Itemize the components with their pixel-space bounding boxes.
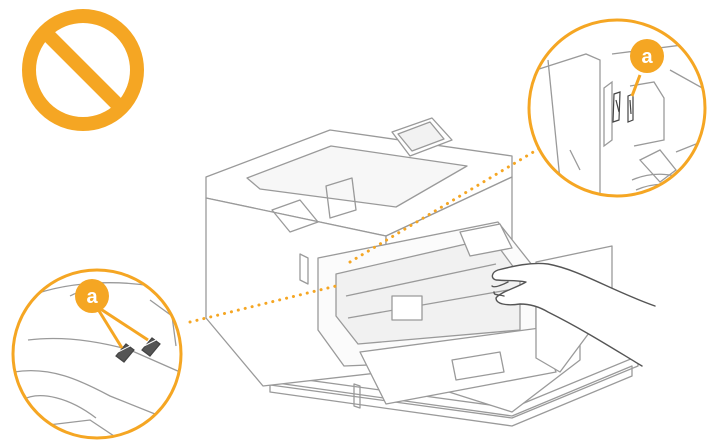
detail-circle-top-right: a xyxy=(527,18,707,198)
hand-icon xyxy=(491,262,656,367)
callout-label: a xyxy=(86,286,98,308)
callout-badge-top: a xyxy=(630,39,664,73)
callout-badge-bottom: a xyxy=(75,279,109,313)
prohibition-icon xyxy=(22,9,144,131)
callout-label: a xyxy=(641,46,653,68)
detail-circle-bottom-left: a xyxy=(11,268,183,440)
callout-leader-lines xyxy=(188,143,547,324)
